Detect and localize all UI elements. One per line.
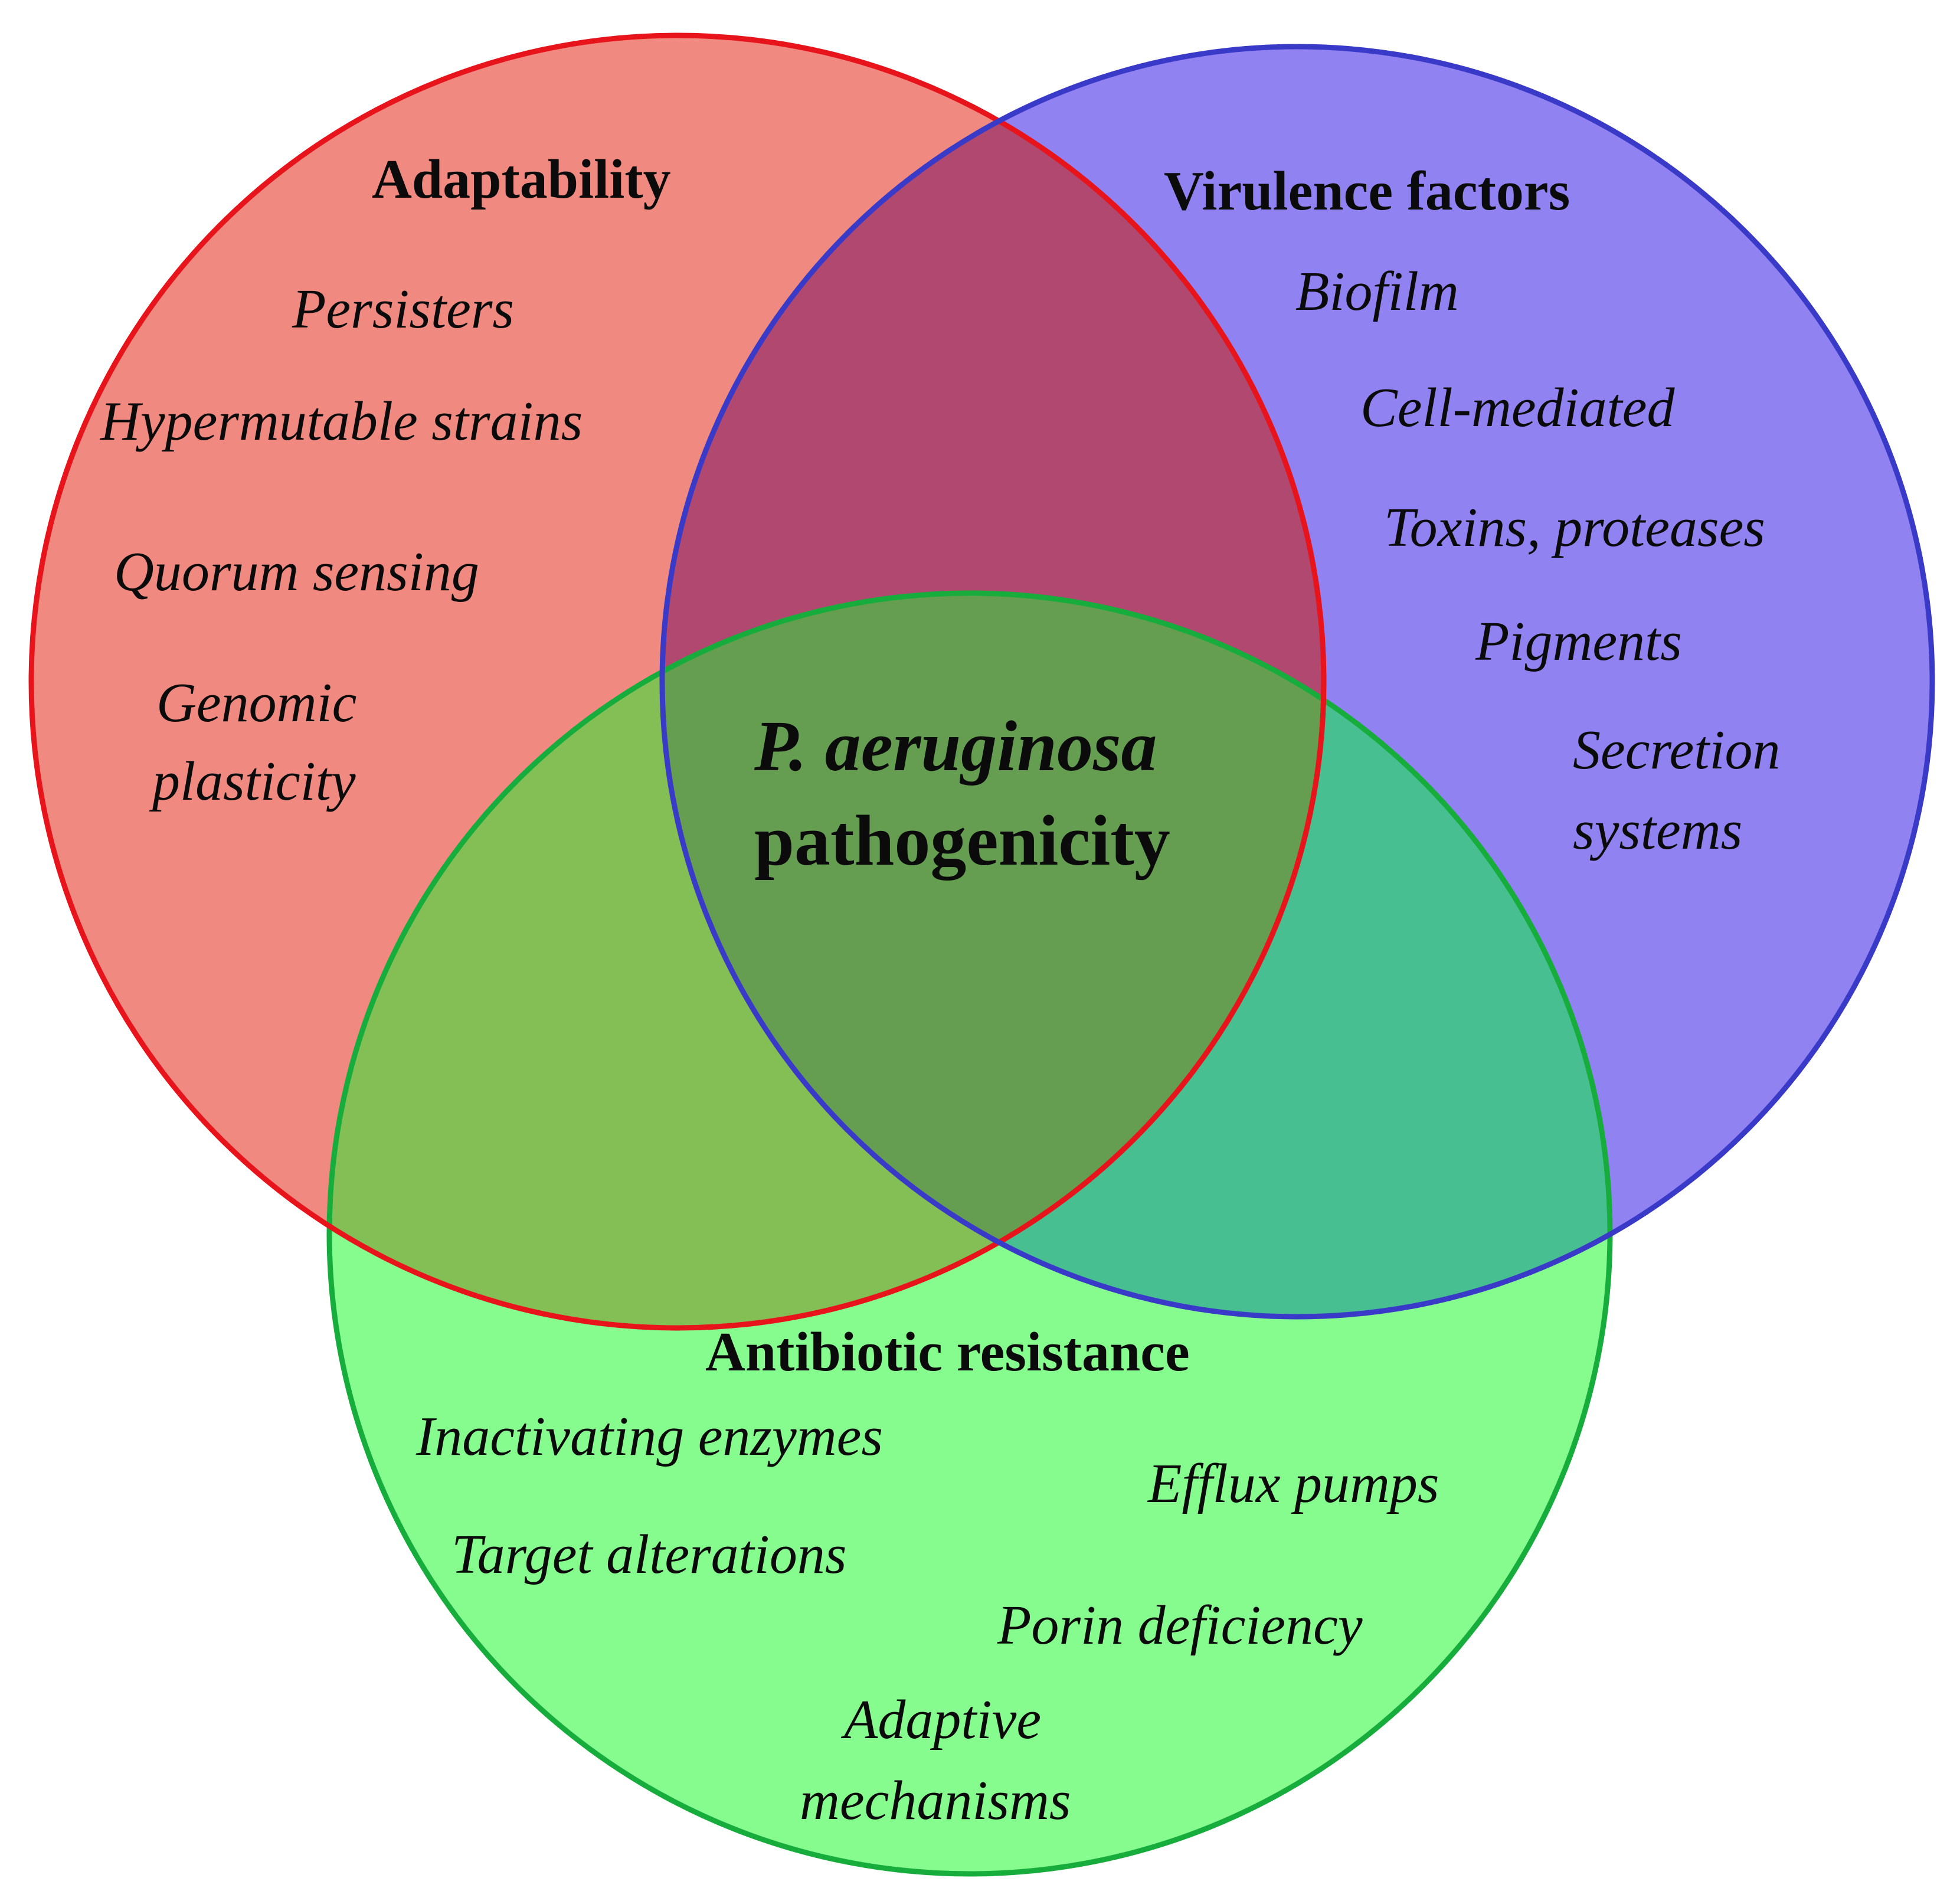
adaptability-item: Hypermutable strains [99, 391, 583, 452]
adaptability-item: Quorum sensing [114, 541, 479, 603]
resistance-item: Porin deficiency [997, 1595, 1363, 1656]
adaptability-title: Adaptability [372, 149, 671, 210]
resistance-item: Efflux pumps [1147, 1453, 1439, 1514]
virulence-item: Toxins, proteases [1384, 497, 1765, 558]
center-label-line1: P. aeruginosa [754, 706, 1157, 786]
center-label-line2: pathogenicity [754, 801, 1170, 881]
resistance-item: Target alterations [451, 1524, 846, 1585]
virulence-item: Cell-mediated [1360, 377, 1676, 439]
virulence-circle-outline [659, 44, 1935, 1320]
virulence-item: Biofilm [1295, 261, 1459, 322]
virulence-item: Pigments [1475, 611, 1682, 672]
virulence-title: Virulence factors [1164, 161, 1570, 222]
resistance-item: Adaptive [840, 1689, 1041, 1751]
adaptability-item: plasticity [149, 751, 356, 812]
virulence-item: Secretion [1573, 719, 1781, 781]
resistance-item: Inactivating enzymes [415, 1406, 883, 1467]
resistance-item: mechanisms [800, 1770, 1071, 1831]
adaptability-item: Persisters [292, 279, 514, 340]
adaptability-item: Genomic [156, 672, 356, 734]
adaptability-circle-outline [28, 32, 1327, 1331]
resistance-title: Antibiotic resistance [705, 1321, 1190, 1383]
virulence-item: systems [1573, 800, 1742, 861]
